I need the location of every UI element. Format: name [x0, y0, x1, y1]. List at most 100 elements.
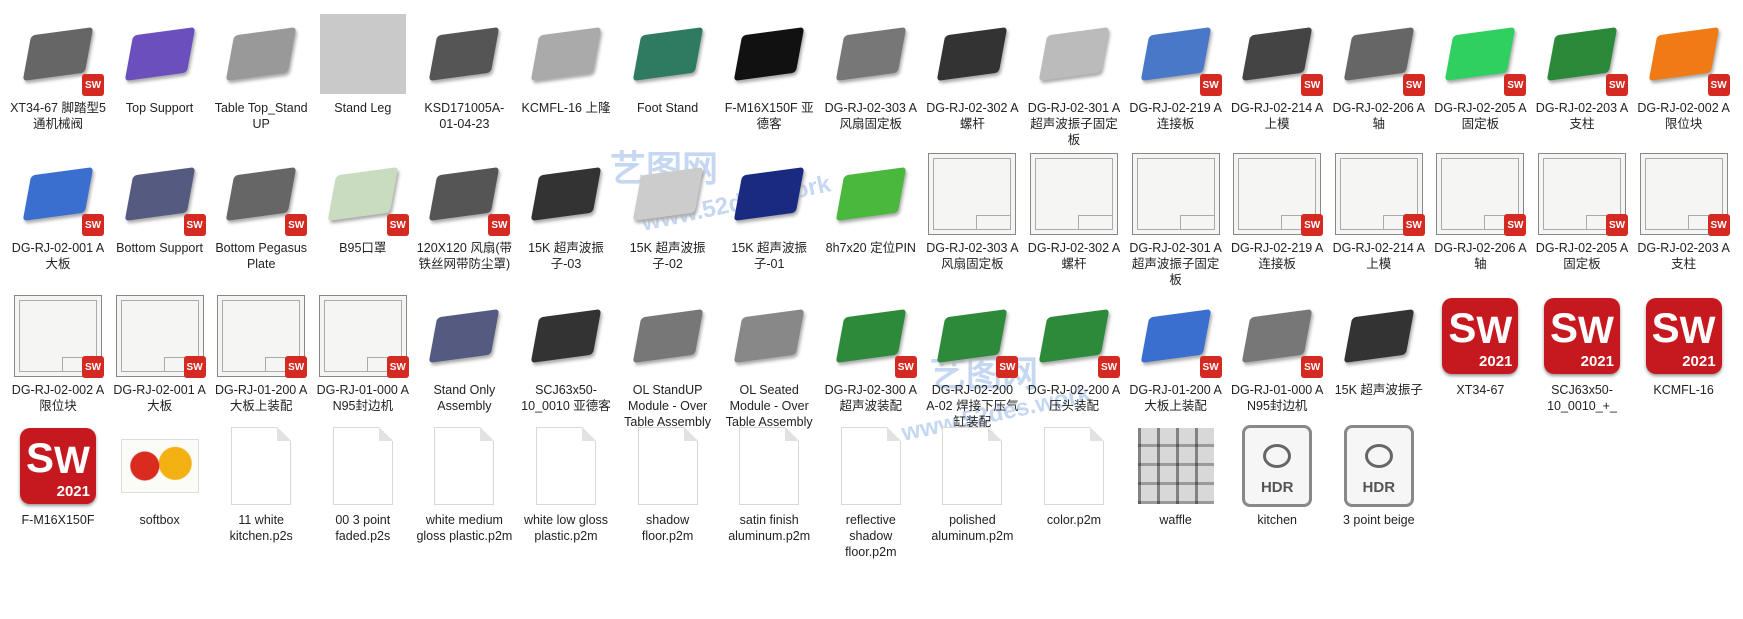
file-thumbnail	[618, 290, 718, 382]
file-item[interactable]: DG-RJ-02-303 A 风扇固定板	[922, 148, 1022, 272]
file-thumbnail: SW	[1227, 290, 1327, 382]
file-item[interactable]: OL StandUP Module - Over Table Assembly	[618, 290, 718, 430]
file-label: Top Support	[125, 101, 194, 115]
drawing-preview-icon	[1334, 153, 1423, 235]
file-item[interactable]: 15K 超声波振子	[1329, 290, 1429, 398]
part-preview-icon	[1140, 309, 1211, 363]
file-label: 15K 超声波振子-01	[731, 241, 808, 271]
solidworks-badge-icon: SW	[894, 356, 917, 378]
file-item[interactable]: waffle	[1126, 420, 1226, 528]
part-preview-icon	[632, 27, 703, 81]
file-item[interactable]: 15K 超声波振子-02	[618, 148, 718, 272]
file-item[interactable]: Table Top_Stand UP	[211, 8, 311, 132]
file-thumbnail: HDR	[1329, 420, 1429, 512]
file-thumbnail	[922, 420, 1022, 512]
file-label: 3 point beige	[1343, 513, 1415, 527]
file-item[interactable]: color.p2m	[1024, 420, 1124, 528]
file-label: Bottom Support	[116, 241, 204, 255]
file-label: F-M16X150F	[21, 513, 95, 527]
file-thumbnail	[618, 8, 718, 100]
file-thumbnail	[922, 148, 1022, 240]
file-item[interactable]: 15K 超声波振子-01	[719, 148, 819, 272]
file-item[interactable]: DG-RJ-02-302 A 螺杆	[1024, 148, 1124, 272]
file-item[interactable]: softbox	[110, 420, 210, 528]
file-item[interactable]: 11 white kitchen.p2s	[211, 420, 311, 544]
file-item[interactable]: Top Support	[110, 8, 210, 116]
file-label: 15K 超声波振子-03	[528, 241, 604, 271]
file-item[interactable]: KSD171005A-01-04-23	[414, 8, 514, 132]
file-item[interactable]: OL Seated Module - Over Table Assembly	[719, 290, 819, 430]
file-item[interactable]: white medium gloss plastic.p2m	[414, 420, 514, 544]
file-label: DG-RJ-02-205 A 固定板	[1535, 241, 1629, 271]
file-label: DG-RJ-02-303 A 风扇固定板	[926, 241, 1019, 271]
file-item[interactable]: F-M16X150F 亚德客	[719, 8, 819, 132]
file-item[interactable]: 15K 超声波振子-03	[516, 148, 616, 272]
file-item[interactable]: KCMFL-16 上隆	[516, 8, 616, 116]
file-item[interactable]: polished aluminum.p2m	[922, 420, 1022, 544]
file-thumbnail: SW	[110, 148, 210, 240]
solidworks-badge-icon: SW	[488, 214, 511, 236]
file-thumbnail	[110, 420, 210, 512]
file-item[interactable]: DG-RJ-02-303 A 风扇固定板	[821, 8, 921, 132]
part-preview-icon	[530, 27, 602, 81]
drawing-preview-icon	[1538, 153, 1626, 235]
file-item[interactable]: 8h7x20 定位PIN	[821, 148, 921, 256]
file-item[interactable]: Foot Stand	[618, 8, 718, 116]
file-item[interactable]: DG-RJ-02-301 A 超声波振子固定板	[1126, 148, 1226, 288]
file-label: white medium gloss plastic.p2m	[416, 513, 513, 543]
file-label: 00 3 point faded.p2s	[335, 513, 391, 543]
file-item[interactable]: satin finish aluminum.p2m	[719, 420, 819, 544]
file-item[interactable]: white low gloss plastic.p2m	[516, 420, 616, 544]
part-preview-icon	[225, 27, 297, 81]
solidworks-badge-icon: SW	[1402, 214, 1425, 236]
file-item[interactable]: DG-RJ-02-301 A 超声波振子固定板	[1024, 8, 1124, 148]
file-item[interactable]: SCJ63x50-10_0010 亚德客	[516, 290, 616, 414]
file-label: satin finish aluminum.p2m	[728, 513, 811, 543]
file-item[interactable]: Stand Leg	[313, 8, 413, 116]
file-item[interactable]: DG-RJ-02-302 A 螺杆	[922, 8, 1022, 132]
drawing-preview-icon	[1131, 153, 1220, 235]
file-item[interactable]: reflective shadow floor.p2m	[821, 420, 921, 560]
file-item[interactable]: shadow floor.p2m	[618, 420, 718, 544]
part-preview-icon	[1343, 27, 1415, 81]
file-item[interactable]: Stand Only Assembly	[414, 290, 514, 414]
file-label: Bottom Pegasus Plate	[215, 241, 308, 271]
part-preview-icon	[319, 14, 406, 94]
file-item[interactable]: 00 3 point faded.p2s	[313, 420, 413, 544]
file-label: DG-RJ-02-219 A 连接板	[1230, 241, 1324, 271]
file-label: DG-RJ-01-200 A 大板上装配	[214, 383, 308, 413]
